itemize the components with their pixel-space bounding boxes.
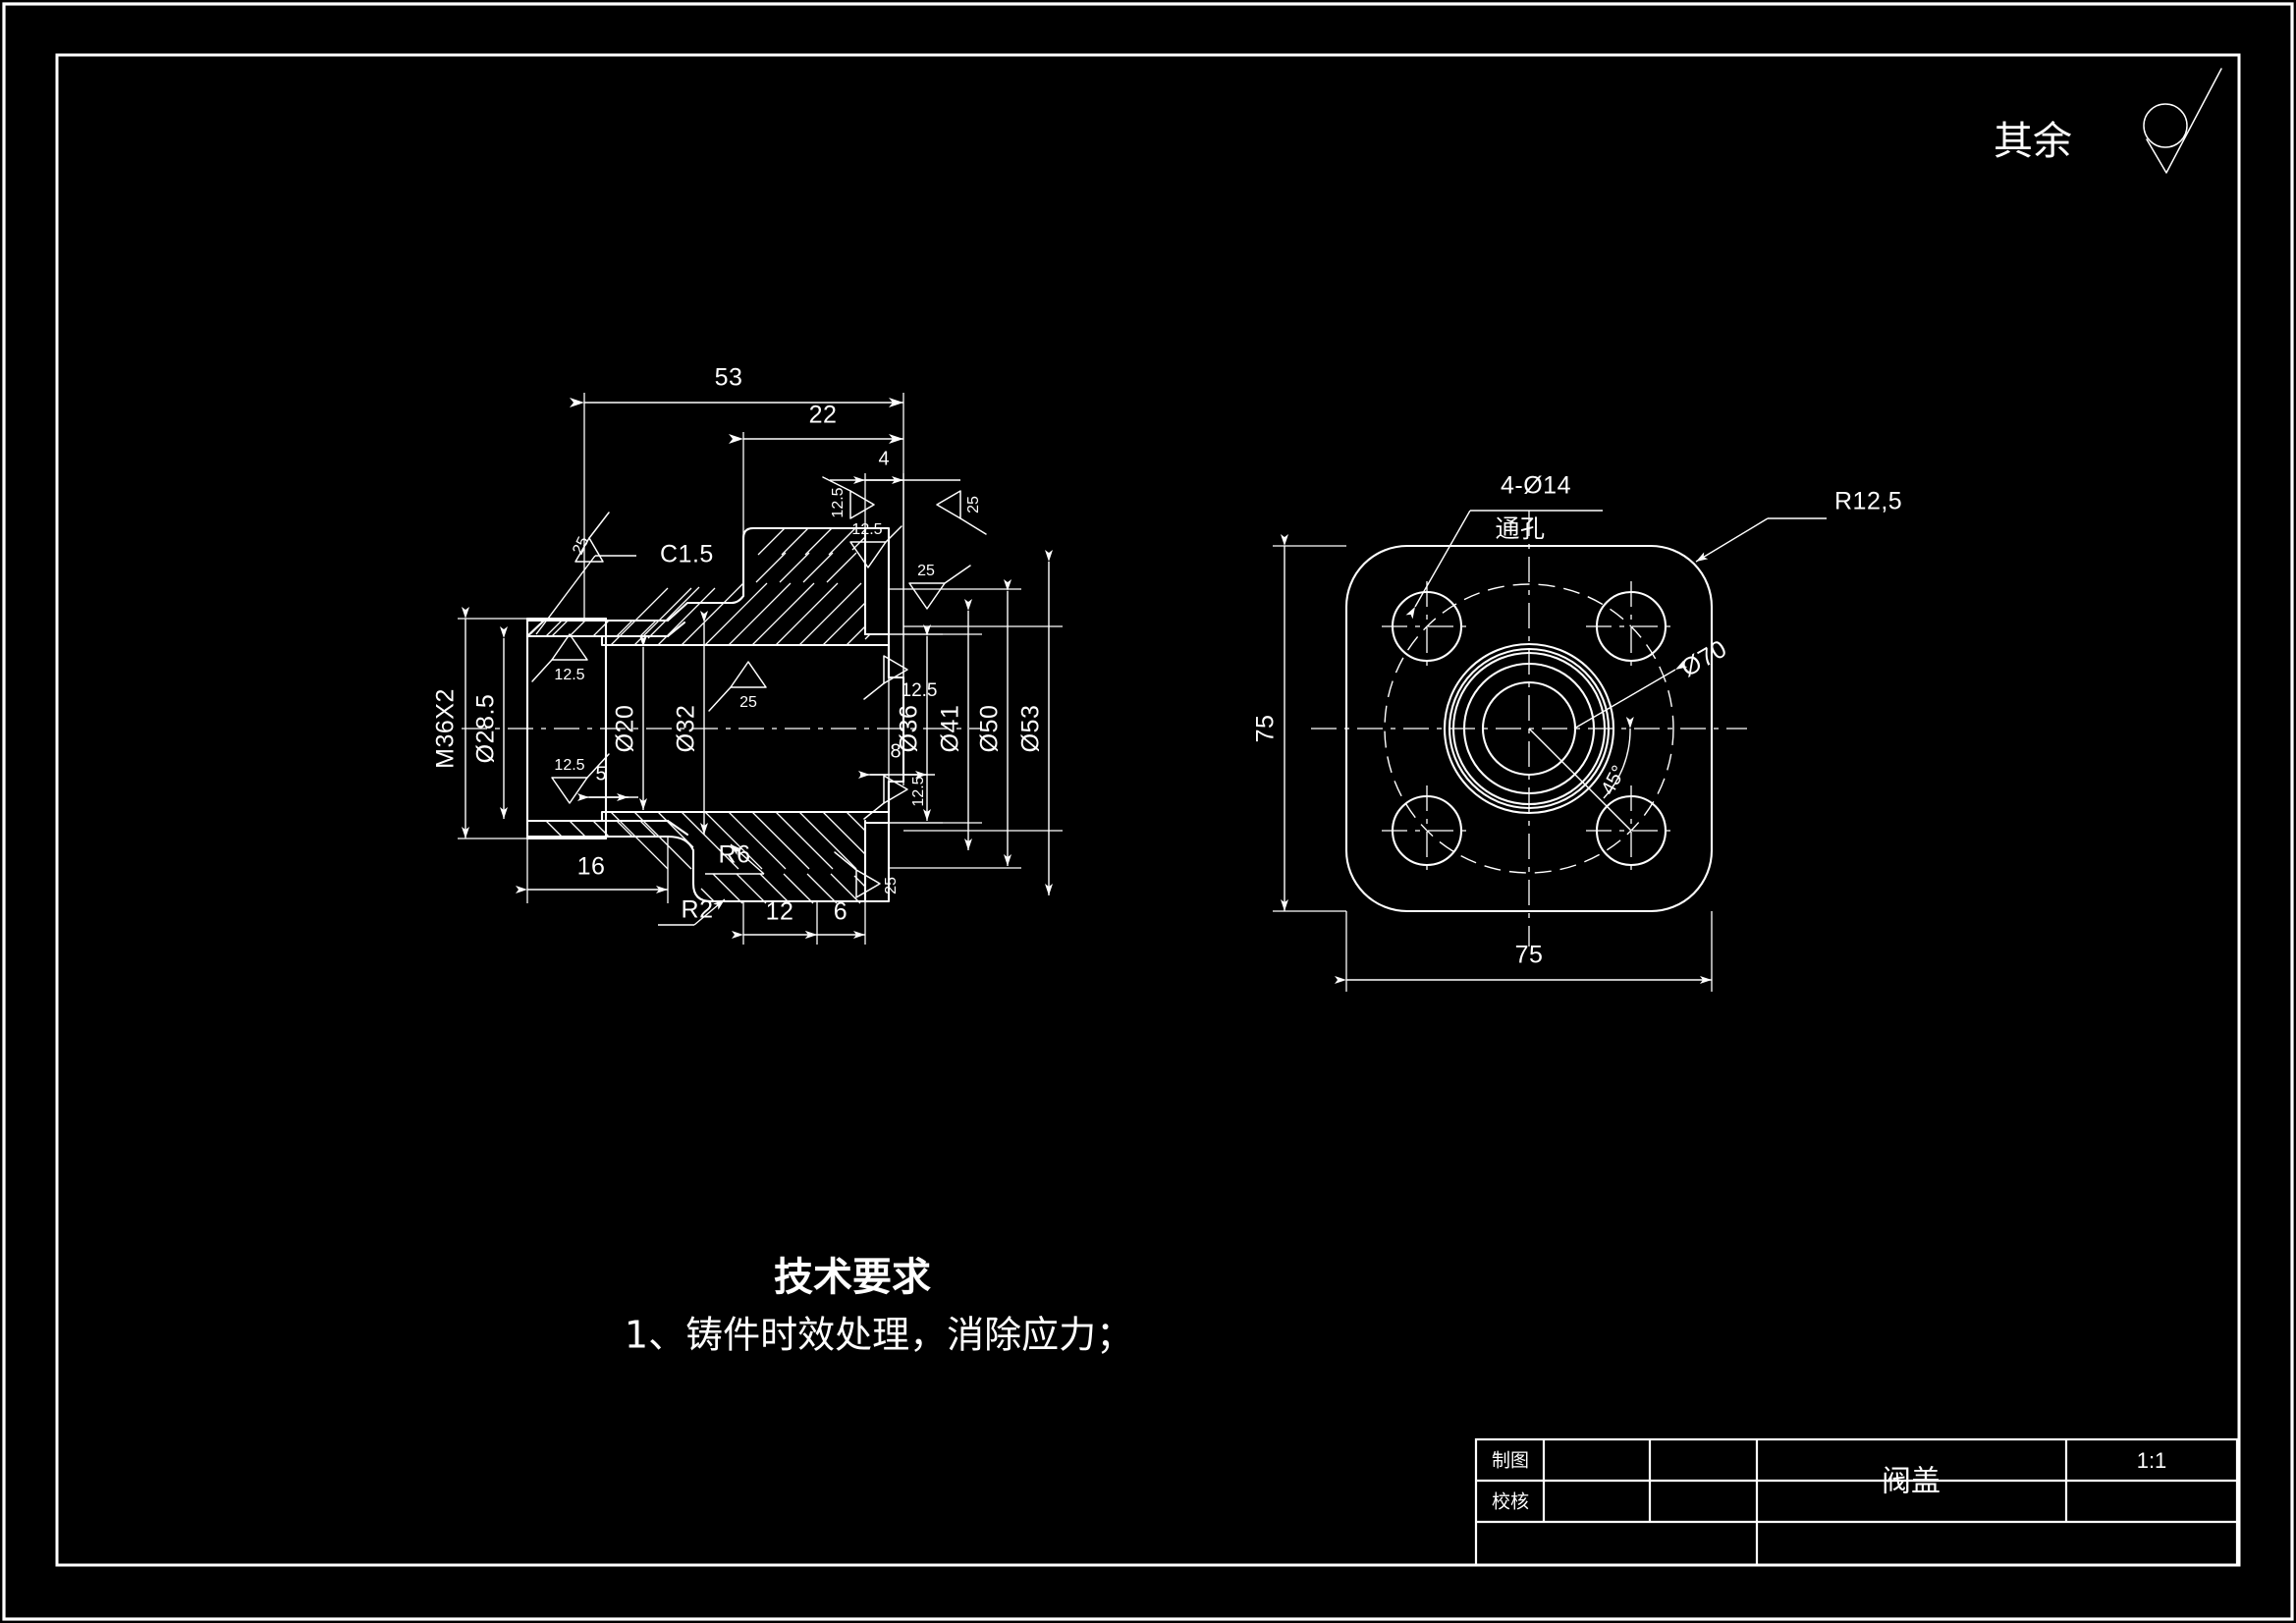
dim-dia53: Ø53 <box>903 550 1063 895</box>
dim-dia41: Ø41 <box>889 599 982 850</box>
svg-text:Ø20: Ø20 <box>612 705 639 753</box>
svg-text:通孔: 通孔 <box>1495 514 1545 543</box>
dim-22: 22 <box>729 402 903 538</box>
dim-dia32: Ø32 <box>673 611 708 835</box>
section-flange-profile <box>863 526 891 903</box>
svg-text:4-Ø14: 4-Ø14 <box>1501 472 1571 500</box>
svg-text:25: 25 <box>883 877 900 894</box>
callout-angle: 45° <box>1528 716 1634 832</box>
svg-text:6: 6 <box>834 898 847 926</box>
part-name: 阀盖 <box>1882 1465 1941 1499</box>
dim-R2: R2 <box>658 896 726 926</box>
svg-text:12.5: 12.5 <box>902 680 938 701</box>
notes-title: 技术要求 <box>774 1255 931 1300</box>
scale-value: 1:1 <box>2137 1448 2167 1473</box>
svg-text:12.5: 12.5 <box>830 487 847 517</box>
dim-12: 12 <box>732 898 818 945</box>
svg-text:Ø53: Ø53 <box>1017 705 1045 753</box>
roughness-symbol-chamfer: 25 <box>570 512 610 563</box>
svg-text:12: 12 <box>766 898 794 926</box>
notes-line-1: 1、铸件时效处理，消除应力； <box>625 1314 1133 1357</box>
svg-text:12.5: 12.5 <box>554 757 584 774</box>
svg-text:Ø50: Ø50 <box>976 705 1004 753</box>
technical-requirements: 技术要求 1、铸件时效处理，消除应力； <box>625 1255 1133 1357</box>
plan-view: 4-Ø14 通孔 R12,5 Ø70 45° 75 <box>1252 472 1902 992</box>
callout-bolt-circle: Ø70 <box>1573 634 1731 730</box>
svg-text:Ø32: Ø32 <box>673 705 700 753</box>
svg-text:Ø70: Ø70 <box>1676 634 1731 682</box>
svg-text:Ø41: Ø41 <box>937 705 964 753</box>
svg-text:R2: R2 <box>682 896 714 924</box>
section-hatching <box>529 527 871 904</box>
svg-text:25: 25 <box>917 563 935 579</box>
dim-4: 4 <box>830 448 960 677</box>
callout-bolt-holes: 4-Ø14 通孔 <box>1405 472 1603 620</box>
svg-text:5: 5 <box>595 763 606 784</box>
svg-text:R12,5: R12,5 <box>1834 488 1902 515</box>
svg-text:Ø28.5: Ø28.5 <box>472 694 500 764</box>
dim-M36X2: M36X2 <box>432 607 527 839</box>
svg-text:53: 53 <box>715 364 743 392</box>
svg-text:12.5: 12.5 <box>851 521 882 538</box>
remainder-label: 其余 <box>1994 119 2072 164</box>
dim-R6: R6 <box>705 841 765 875</box>
svg-text:25: 25 <box>965 496 982 514</box>
bolt-holes <box>1382 581 1676 876</box>
dim-6: 6 <box>805 898 866 945</box>
callout-corner-radius: R12,5 <box>1695 488 1902 563</box>
roughness-symbol-seat-upper: 12.5 <box>863 655 938 701</box>
bolt-circle <box>1384 583 1674 874</box>
svg-text:12.5: 12.5 <box>910 776 927 806</box>
roughness-symbol-top-boss-right: 25 <box>936 490 987 535</box>
title-block: 制图 校核 阀盖 1:1 <box>1474 1437 2239 1567</box>
section-view: 53 22 4 M36X2 Ø28.5 <box>432 364 1063 945</box>
dim-C1-5: C1.5 25 <box>535 512 714 635</box>
roughness-symbol-top-boss-left: 12.5 <box>822 476 875 519</box>
checked-by-label: 校核 <box>1492 1491 1529 1513</box>
svg-text:M36X2: M36X2 <box>432 688 460 769</box>
dim-dia20: Ø20 <box>612 635 647 810</box>
dim-8: 8 <box>858 677 935 785</box>
svg-text:75: 75 <box>1515 942 1544 969</box>
svg-text:R6: R6 <box>719 841 751 869</box>
dim-16: 16 <box>516 837 669 903</box>
roughness-symbol-step-upper: 12.5 <box>849 521 902 568</box>
roughness-symbol-seat-lower: 12.5 <box>863 775 927 820</box>
dim-75-vertical: 75 <box>1252 534 1346 912</box>
roughness-symbol-flange-bottom: 25 <box>834 851 900 898</box>
remainder-roughness-group: 其余 <box>1994 68 2222 174</box>
roughness-symbol-bore-center: 25 <box>708 661 767 712</box>
svg-text:16: 16 <box>577 853 606 881</box>
drawn-by-label: 制图 <box>1492 1450 1529 1472</box>
roughness-symbol-bore-left-lower: 12.5 <box>551 753 610 804</box>
roughness-symbol-flange-top: 25 <box>908 563 971 610</box>
svg-text:C1.5: C1.5 <box>660 541 714 568</box>
svg-text:Ø36: Ø36 <box>896 705 923 753</box>
svg-text:4: 4 <box>878 448 889 469</box>
svg-text:45°: 45° <box>1598 762 1631 798</box>
svg-text:8: 8 <box>890 740 901 762</box>
svg-text:75: 75 <box>1252 715 1280 743</box>
dim-dia28-5: Ø28.5 <box>472 626 508 819</box>
roughness-open-symbol <box>2143 68 2222 174</box>
svg-text:12.5: 12.5 <box>554 667 584 683</box>
dim-dia50: Ø50 <box>889 579 1021 869</box>
svg-text:25: 25 <box>570 534 592 557</box>
svg-text:25: 25 <box>739 694 757 711</box>
svg-text:22: 22 <box>809 402 838 429</box>
roughness-symbol-bore-left-upper: 12.5 <box>531 633 588 683</box>
dim-5: 5 <box>577 763 638 812</box>
dim-75-horizontal: 75 <box>1335 911 1713 992</box>
